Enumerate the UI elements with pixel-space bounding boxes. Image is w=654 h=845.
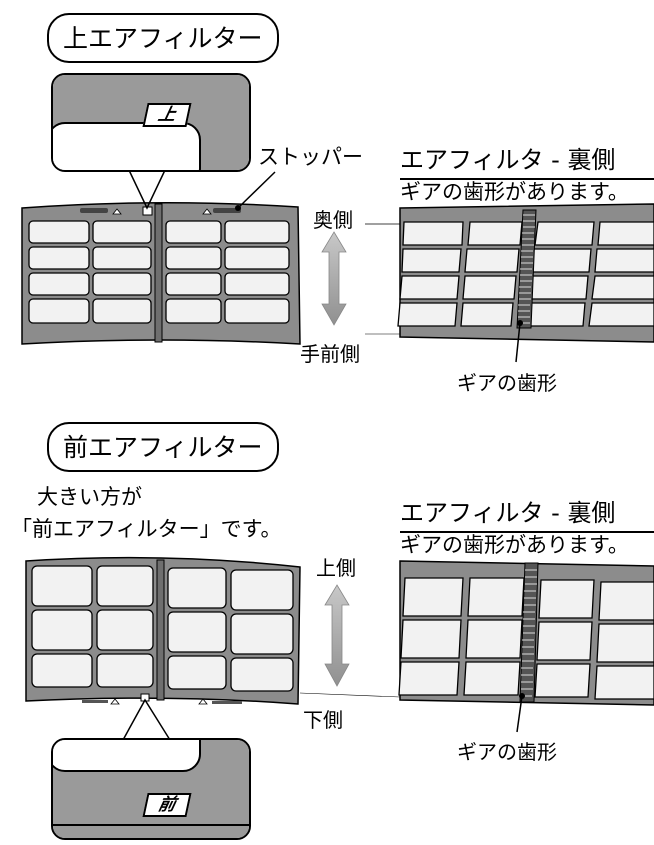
back-side-label: 奥側 — [313, 208, 353, 232]
front-note-line1: 大きい方が — [37, 485, 142, 509]
front-gear-label: ギアの歯形 — [457, 740, 557, 764]
upper-reverse-rule — [400, 178, 654, 180]
stopper-label: ストッパー — [258, 145, 363, 169]
upper-filter-title: 上エアフィルター — [47, 13, 279, 63]
front-reverse-note: ギアの歯形があります。 — [400, 533, 629, 557]
down-side-label: 下側 — [303, 708, 343, 732]
upper-reverse-title: エアフィルタ - 裏側 — [400, 146, 616, 174]
upper-zoom-callout: 上 — [51, 73, 251, 172]
front-filter-title: 前エアフィルター — [47, 422, 279, 472]
double-arrow-front — [324, 584, 350, 687]
front-zoom-badge: 前 — [142, 793, 192, 817]
upper-filter-reverse — [397, 203, 654, 343]
front-zoom-callout: 前 — [51, 738, 251, 840]
front-note-line2: 「前エアフィルター」です。 — [11, 517, 282, 541]
double-arrow-upper — [321, 231, 347, 326]
front-side-label: 手前側 — [300, 342, 360, 366]
front-reverse-title: エアフィルタ - 裏側 — [400, 499, 616, 527]
up-side-label: 上側 — [316, 556, 356, 580]
front-filter-reverse — [398, 560, 654, 706]
upper-zoom-badge: 上 — [142, 103, 192, 127]
upper-gear-label: ギアの歯形 — [457, 371, 557, 395]
upper-filter — [21, 201, 301, 345]
front-reverse-rule — [400, 531, 654, 533]
upper-reverse-note: ギアの歯形があります。 — [400, 180, 629, 204]
front-filter — [25, 556, 301, 705]
